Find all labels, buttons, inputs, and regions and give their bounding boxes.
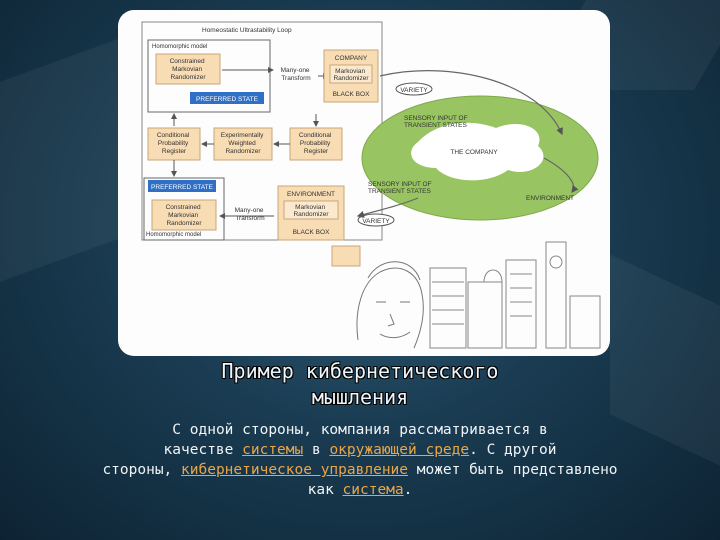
flow-arrow-right — [543, 157, 579, 193]
text-fragment: стороны, — [102, 462, 182, 478]
company-shape-label: THE COMPANY — [450, 149, 498, 156]
text-fragment: . С другой — [469, 442, 557, 458]
title-line-2: мышления — [311, 385, 409, 409]
diagram-card: Homeostatic Ultrastability Loop Homomorp… — [118, 10, 610, 356]
variety-top — [395, 82, 433, 96]
link-cybernetic-control[interactable]: кибернетическое управление — [181, 462, 409, 478]
weighted-randomizer-text: Experimentally Weighted Randomizer — [221, 132, 265, 155]
constrained-randomizer-top — [155, 53, 221, 85]
conditional-register-left — [147, 127, 201, 161]
slide-title: Пример кибернетического мышления — [0, 358, 720, 410]
markovian-top-text: Markovian Randomizer — [333, 68, 369, 82]
description-line-4: как система. — [40, 480, 680, 500]
preferred-state-top — [190, 92, 264, 104]
text-fragment: в — [303, 442, 330, 458]
company-label: COMPANY — [335, 55, 368, 62]
text-fragment: качестве — [163, 442, 243, 458]
text-fragment: . — [403, 482, 413, 498]
link-system-2[interactable]: система — [342, 482, 404, 498]
markovian-box-top — [329, 64, 373, 84]
description-text: С одной стороны, компания рассматриваетс… — [40, 420, 680, 500]
description-line-1: С одной стороны, компания рассматриваетс… — [172, 422, 548, 438]
homomorphic-frame-top — [147, 39, 271, 113]
flow-arrow-top — [379, 70, 563, 136]
company-shape — [411, 122, 544, 181]
black-box-top-label: BLACK BOX — [333, 91, 371, 98]
markovian-box-bottom — [283, 200, 339, 220]
variety-bottom-text: VARIETY — [362, 218, 390, 225]
variety-top-text: VARIETY — [400, 87, 428, 94]
portrait-sketch — [356, 261, 424, 349]
speech-bubble — [331, 245, 361, 267]
buildings-sketch — [429, 241, 601, 349]
conditional-register-right — [289, 127, 343, 161]
text-fragment: как — [307, 482, 343, 498]
title-line-1: Пример кибернетического — [221, 359, 499, 383]
homomorphic-label-bottom: Homomorphic model — [146, 232, 201, 238]
constrained-randomizer-top-text: Constrained Markovian Randomizer — [170, 58, 207, 81]
cybernetic-diagram: Homeostatic Ultrastability Loop Homomorp… — [141, 21, 601, 349]
description-line-2: качестве системы в окружающей среде. С д… — [40, 440, 680, 460]
black-box-bottom-label: BLACK BOX — [293, 229, 331, 236]
preferred-state-bottom-text: PREFERRED STATE — [151, 184, 214, 191]
sensory-bottom: SENSORY INPUT OF TRANSIENT STATES — [368, 181, 433, 195]
many-one-top: Many-one Transform — [281, 67, 312, 82]
text-fragment: может быть представлено — [408, 462, 618, 478]
loop-label: Homeostatic Ultrastability Loop — [202, 27, 292, 34]
weighted-randomizer — [213, 127, 273, 161]
homomorphic-frame-bottom — [143, 177, 225, 241]
many-one-bottom: Many-one Transform — [235, 207, 266, 222]
conditional-right-text: Conditional Probability Register — [299, 132, 333, 155]
flow-arrow-bottom — [356, 197, 419, 218]
homomorphic-label-top: Homomorphic model — [152, 44, 207, 50]
link-system[interactable]: системы — [242, 442, 304, 458]
environment-oval-label: ENVIRONMENT — [526, 195, 574, 202]
constrained-randomizer-bottom-text: Constrained Markovian Randomizer — [166, 204, 203, 227]
sensory-top: SENSORY INPUT OF TRANSIENT STATES — [404, 115, 469, 129]
environment-label: ENVIRONMENT — [287, 191, 335, 198]
preferred-state-top-text: PREFERRED STATE — [196, 96, 259, 103]
constrained-randomizer-bottom — [151, 199, 217, 231]
variety-bottom — [357, 213, 395, 227]
conditional-left-text: Conditional Probability Register — [157, 132, 191, 155]
preferred-state-bottom — [148, 180, 216, 192]
markovian-bottom-text: Markovian Randomizer — [293, 204, 329, 218]
background-facet — [0, 38, 120, 282]
description-line-3: стороны, кибернетическое управление може… — [40, 460, 680, 480]
link-environment[interactable]: окружающей среде — [329, 442, 470, 458]
